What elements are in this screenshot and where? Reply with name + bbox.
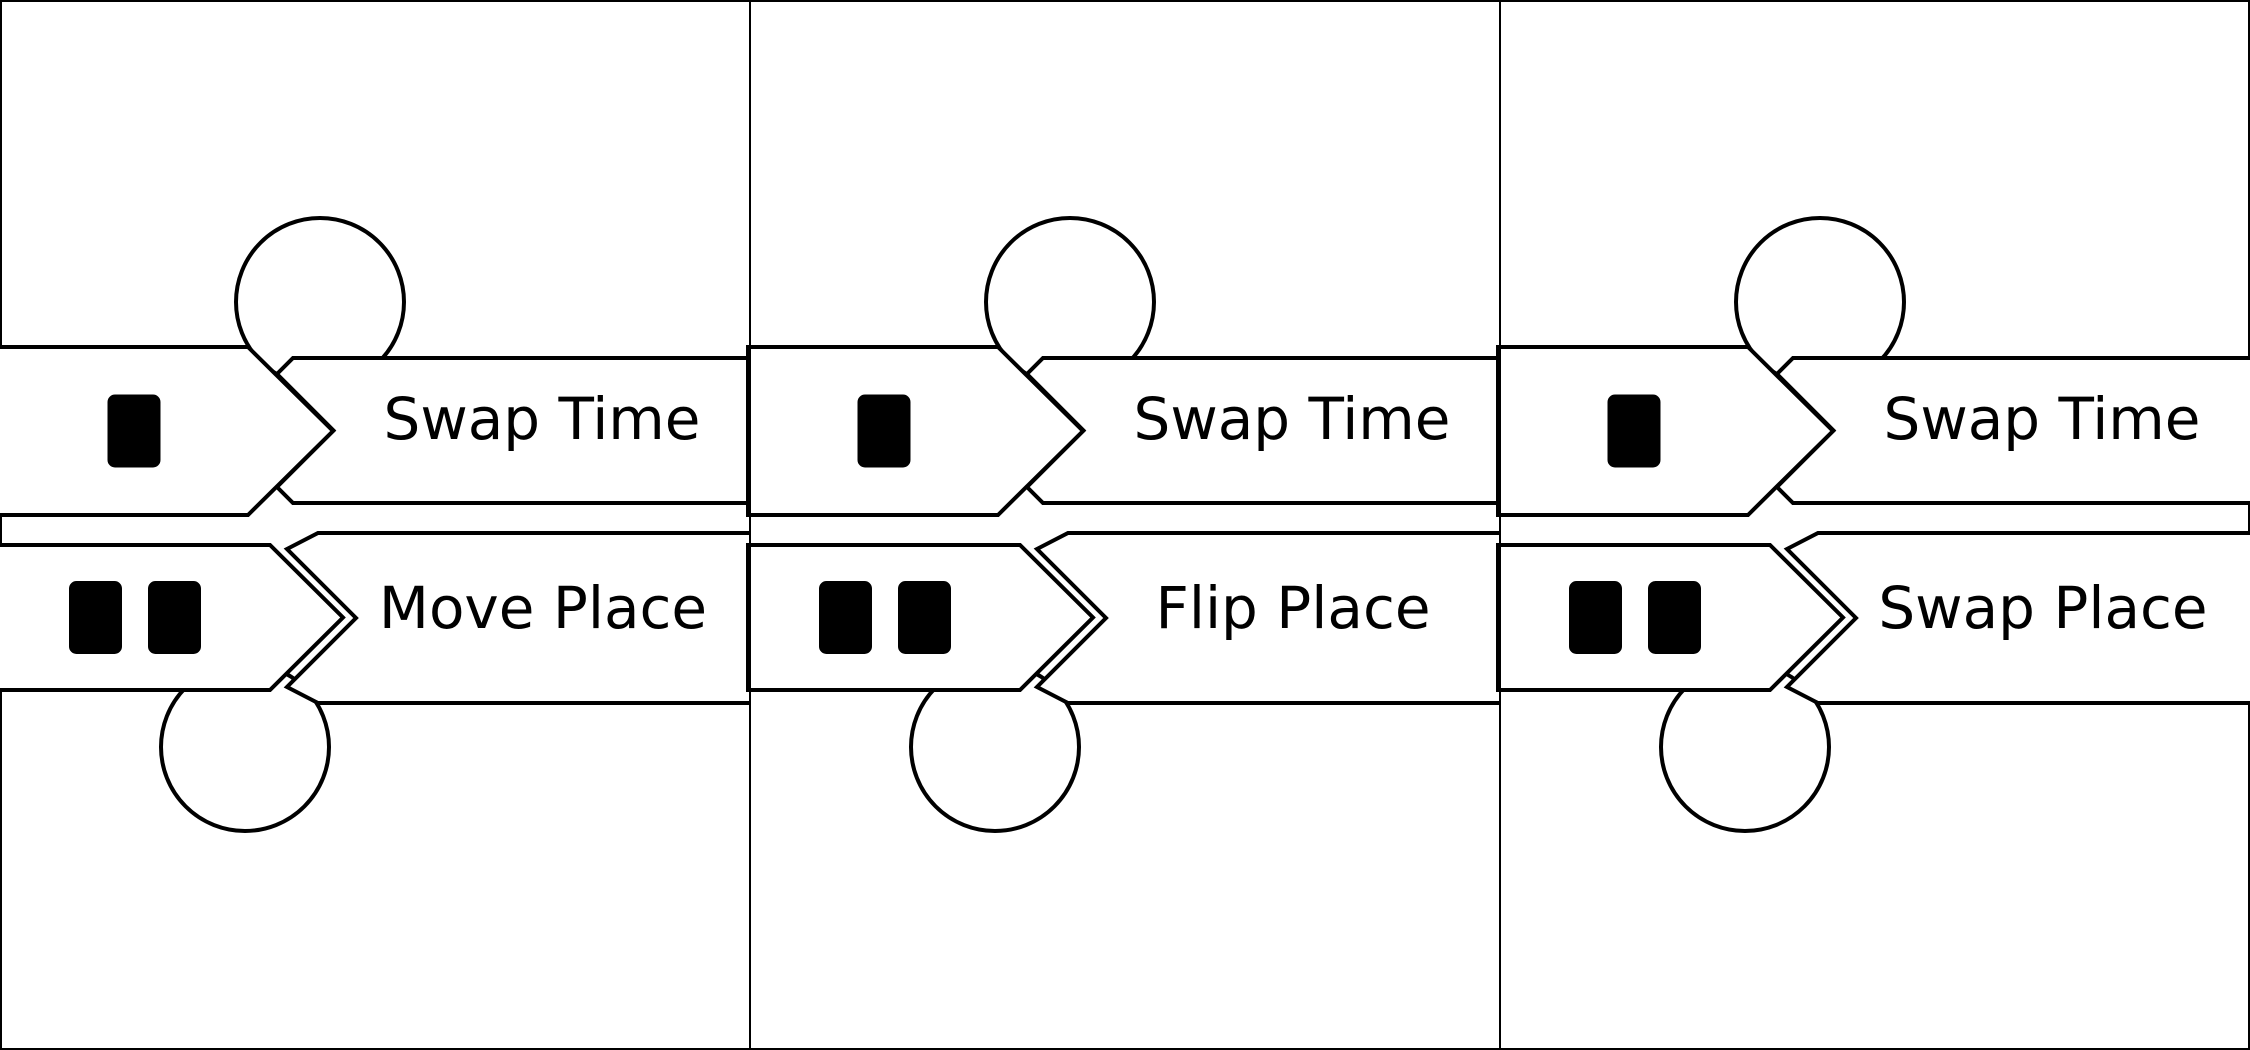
right-band [1783,531,2250,705]
block-1 [819,581,872,654]
row-label: Swap Place [1878,574,2207,642]
row-1: Swap Time [0,216,750,517]
arrow-shape [0,345,336,517]
row-label: Swap Time [1884,385,2201,453]
block-2 [1648,581,1701,654]
arrow-shape [746,345,1086,517]
right-band [1033,531,1500,705]
row-1: Swap Time [746,216,1500,517]
block-1 [857,394,911,468]
row-label: Move Place [379,574,707,642]
row-label: Swap Time [1134,385,1451,453]
row-2: Flip Place [746,531,1500,833]
row-label: Swap Time [384,385,701,453]
row-2: Move Place [0,531,750,833]
row-2: Swap Place [1496,531,2250,833]
row-1: Swap Time [1496,216,2250,517]
block-1 [1569,581,1622,654]
right-band [283,531,750,705]
block-1 [107,394,161,468]
row-label: Flip Place [1155,574,1430,642]
arrow-shape [1496,345,1836,517]
block-2 [898,581,951,654]
block-1 [69,581,122,654]
block-1 [1607,394,1661,468]
block-2 [148,581,201,654]
